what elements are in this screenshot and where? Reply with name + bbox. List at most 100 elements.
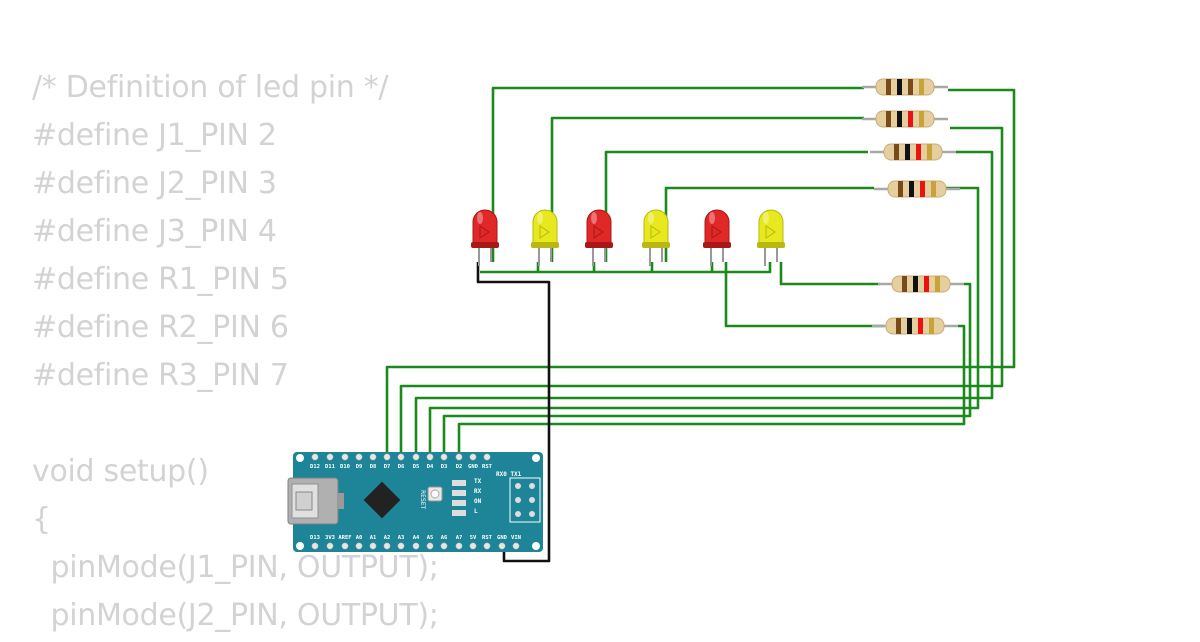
green-wires bbox=[385, 86, 1016, 452]
wire[interactable] bbox=[779, 262, 880, 286]
pin-label: A6 bbox=[441, 535, 448, 541]
resistor[interactable] bbox=[872, 317, 958, 335]
icsp-header bbox=[509, 477, 541, 523]
wire[interactable] bbox=[414, 150, 994, 452]
header-pin[interactable] bbox=[455, 453, 463, 461]
reset-label: RESET bbox=[419, 490, 426, 510]
resistor[interactable] bbox=[874, 180, 960, 198]
header-pin[interactable] bbox=[383, 542, 391, 550]
header-pin[interactable] bbox=[341, 542, 349, 550]
pin-label: A4 bbox=[413, 535, 420, 541]
code-line: #define R2_PIN 6 bbox=[32, 310, 289, 345]
header-pin[interactable] bbox=[397, 542, 405, 550]
resistor[interactable] bbox=[862, 110, 948, 128]
code-line: #define J3_PIN 4 bbox=[32, 214, 277, 249]
code-line: #define R3_PIN 7 bbox=[32, 358, 289, 393]
pin-label: RST bbox=[482, 535, 493, 541]
wire[interactable] bbox=[476, 262, 551, 563]
wire[interactable] bbox=[428, 186, 980, 452]
led-yellow[interactable] bbox=[757, 209, 785, 266]
header-pin[interactable] bbox=[326, 542, 334, 550]
header-pin[interactable] bbox=[469, 542, 477, 550]
wire[interactable] bbox=[491, 86, 864, 262]
header-pin[interactable] bbox=[355, 453, 363, 461]
status-led-label: TX bbox=[474, 478, 482, 485]
pin-label: RST bbox=[482, 464, 493, 470]
header-pin[interactable] bbox=[426, 453, 434, 461]
header-pin[interactable] bbox=[311, 453, 319, 461]
resistor[interactable] bbox=[870, 143, 956, 161]
led-red[interactable] bbox=[585, 209, 613, 266]
wire[interactable] bbox=[457, 324, 966, 452]
header-pin[interactable] bbox=[355, 542, 363, 550]
rx-tx-label: RX0 TX1 bbox=[496, 471, 522, 478]
header-pin[interactable] bbox=[426, 542, 434, 550]
pin-label: D7 bbox=[384, 464, 391, 470]
pin-label: GND bbox=[468, 464, 479, 470]
header-pin[interactable] bbox=[440, 542, 448, 550]
header-pin[interactable] bbox=[455, 542, 463, 550]
header-pin[interactable] bbox=[483, 453, 491, 461]
wire[interactable] bbox=[442, 282, 972, 452]
code-editor[interactable]: /* Definition of led pin */ #define J1_P… bbox=[32, 66, 439, 642]
pin-label: A7 bbox=[456, 535, 463, 541]
ground-wire bbox=[476, 262, 551, 563]
mount-hole bbox=[296, 542, 304, 550]
led-yellow[interactable] bbox=[642, 209, 670, 266]
header-pin[interactable] bbox=[369, 542, 377, 550]
code-line: { bbox=[32, 502, 51, 537]
pin-label: A1 bbox=[370, 535, 377, 541]
header-pin[interactable] bbox=[412, 453, 420, 461]
header-pin[interactable] bbox=[383, 453, 391, 461]
reset-button[interactable] bbox=[427, 486, 443, 502]
resistor[interactable] bbox=[878, 275, 964, 293]
header-pin[interactable] bbox=[369, 453, 377, 461]
pin-label: D9 bbox=[356, 464, 363, 470]
header-pin[interactable] bbox=[483, 542, 491, 550]
code-line: void setup() bbox=[32, 454, 209, 489]
header-pin[interactable] bbox=[412, 542, 420, 550]
code-line: #define R1_PIN 5 bbox=[32, 262, 289, 297]
led-red[interactable] bbox=[703, 209, 731, 266]
pin-label: GND bbox=[497, 535, 508, 541]
wire[interactable] bbox=[385, 88, 1016, 452]
pin-label: D5 bbox=[413, 464, 420, 470]
mount-hole bbox=[296, 454, 304, 462]
header-pin[interactable] bbox=[512, 542, 520, 550]
pin-label: D13 bbox=[310, 535, 320, 541]
leds bbox=[471, 209, 785, 266]
pin-label: D8 bbox=[370, 464, 377, 470]
header-pin[interactable] bbox=[341, 453, 349, 461]
wire[interactable] bbox=[480, 262, 772, 274]
status-led-label: ON bbox=[474, 498, 482, 505]
header-pin[interactable] bbox=[440, 453, 448, 461]
board-status-leds bbox=[452, 480, 466, 516]
pin-label: 3V3 bbox=[325, 535, 335, 541]
pin-label: A2 bbox=[384, 535, 391, 541]
led-yellow[interactable] bbox=[531, 209, 559, 266]
pin-label: D3 bbox=[441, 464, 448, 470]
header-pin[interactable] bbox=[397, 453, 405, 461]
header-pin[interactable] bbox=[498, 542, 506, 550]
mount-hole bbox=[532, 454, 540, 462]
pin-label: D6 bbox=[398, 464, 405, 470]
led-red[interactable] bbox=[471, 209, 499, 266]
wire[interactable] bbox=[724, 262, 884, 328]
code-line: /* Definition of led pin */ bbox=[32, 70, 389, 105]
wire[interactable] bbox=[399, 126, 1004, 452]
pin-label: 5V bbox=[470, 535, 477, 541]
header-pin[interactable] bbox=[469, 453, 477, 461]
mount-hole bbox=[532, 542, 540, 550]
usb-port-icon bbox=[287, 477, 344, 525]
code-line: #define J1_PIN 2 bbox=[32, 118, 277, 153]
pin-label: AREF bbox=[338, 535, 351, 541]
pin-label: A0 bbox=[356, 535, 363, 541]
resistor[interactable] bbox=[862, 78, 948, 96]
board-pcb bbox=[293, 452, 543, 552]
header-pin[interactable] bbox=[326, 453, 334, 461]
header-pin[interactable] bbox=[311, 542, 319, 550]
